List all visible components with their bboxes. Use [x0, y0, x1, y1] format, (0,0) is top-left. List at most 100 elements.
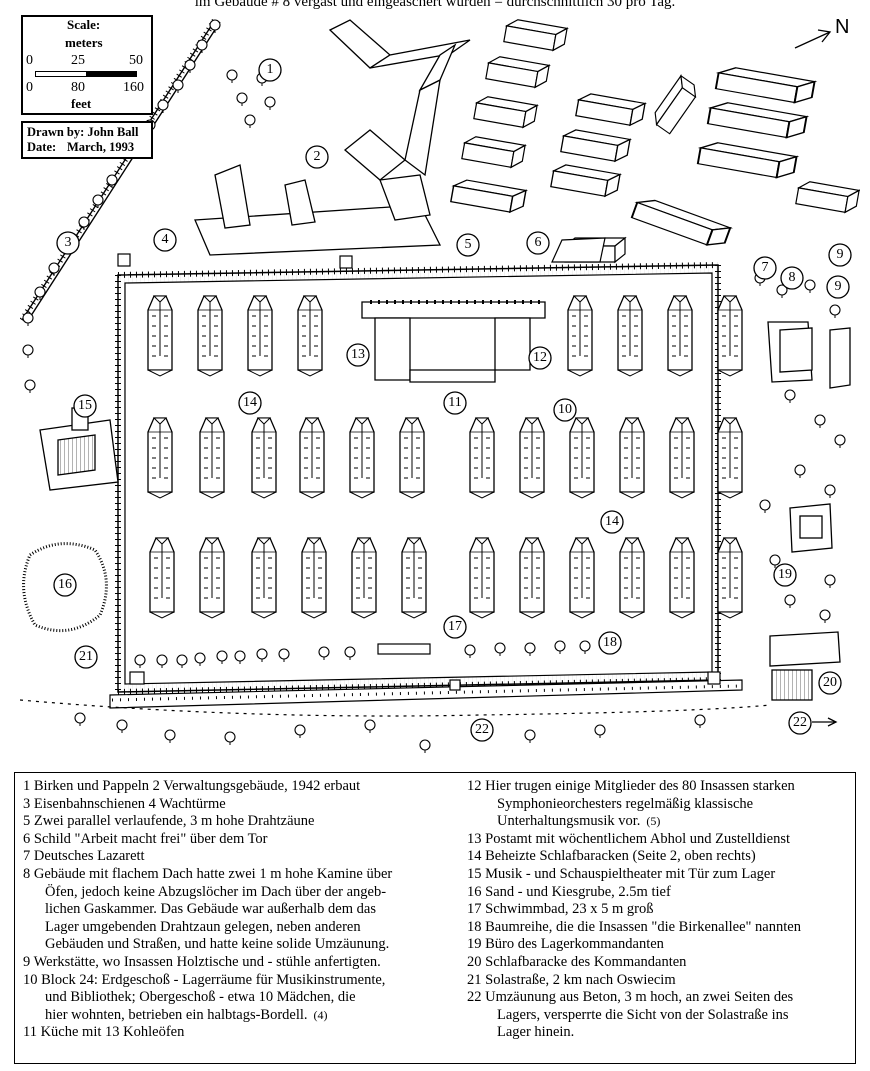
- marker-label-17: 17: [448, 619, 462, 634]
- drawn-by: Drawn by: John Ball: [27, 125, 139, 139]
- marker-circle-5: [456, 233, 480, 257]
- scale-m-25: 25: [71, 53, 85, 68]
- legend-entry-line: Unterhaltungsmusik vor.(5): [497, 813, 661, 830]
- legend-footnote-ref: (5): [646, 814, 661, 829]
- marker-label-22: 22: [475, 722, 489, 737]
- scale-meters-unit: meters: [65, 35, 103, 50]
- marker-label-3: 3: [64, 235, 72, 250]
- marker-circle-1: [258, 58, 282, 82]
- marker-circle-16: [53, 573, 77, 597]
- legend-panel: 1 Birken und Pappeln 2 Verwaltungsgebäud…: [14, 772, 856, 1064]
- marker-circle-3: [56, 231, 80, 255]
- map-title: im Gebäude # 8 vergast und eingeäschert …: [194, 0, 676, 10]
- camp-map: [20, 17, 860, 754]
- legend-entry-line: 16 Sand - und Kiesgrube, 2.5m tief: [467, 883, 671, 900]
- scale-f-80: 80: [71, 80, 85, 95]
- marker-label-18: 18: [603, 635, 617, 650]
- marker-label-2: 2: [313, 149, 321, 164]
- administration-building: [194, 19, 471, 256]
- north-arrow-icon: [794, 29, 832, 49]
- marker-label-6: 6: [534, 235, 542, 250]
- legend-entry-line: hier wohnten, betrieben ein halbtags-Bor…: [45, 1006, 328, 1023]
- marker-label-4: 4: [161, 232, 169, 247]
- marker-circle-15: [73, 394, 97, 418]
- legend-entry-line: 13 Postamt mit wöchentlichem Abhol und Z…: [467, 830, 791, 847]
- legend-entry-line: 7 Deutsches Lazarett: [23, 848, 145, 865]
- marker-label-11: 11: [448, 395, 462, 410]
- legend-entry-line: 11 Küche mit 13 Kohleöfen: [23, 1024, 185, 1041]
- theatre-building: [39, 407, 119, 491]
- marker-label-13: 13: [351, 347, 365, 362]
- scale-feet-unit: feet: [71, 96, 92, 111]
- scale-bar: [35, 71, 137, 77]
- kitchen-building: [361, 300, 546, 383]
- marker-circle-4: [153, 228, 177, 252]
- legend-entry-line: 17 Schwimmbad, 23 x 5 m groß: [467, 901, 654, 918]
- credit-box: Drawn by: John Ball Date: March, 1993: [21, 121, 153, 159]
- date-label: Date:: [27, 140, 57, 154]
- marker-circle-19: [773, 563, 797, 587]
- marker-circle-11: [443, 391, 467, 415]
- marker-label-5: 5: [464, 237, 472, 252]
- marker-circle-21: [74, 645, 98, 669]
- marker-label-20: 20: [823, 675, 837, 690]
- marker-circle-6: [526, 231, 550, 255]
- legend-entry-line: lichen Gaskammer. Das Gebäude war außerh…: [45, 901, 376, 918]
- gate-building: [551, 237, 606, 263]
- date-value: March, 1993: [67, 140, 135, 154]
- legend-entry-line: 14 Beheizte Schlafbaracken (Seite 2, obe…: [467, 848, 756, 865]
- marker-label-22: 22: [793, 715, 807, 730]
- gas-chamber-building: [767, 321, 813, 383]
- scale-m-0: 0: [26, 53, 33, 68]
- outer-barracks: [450, 17, 860, 263]
- marker-circle-10: [553, 398, 577, 422]
- legend-entry-line: Gebäuden und Straßen, und hatte keine so…: [45, 936, 390, 953]
- legend-entry-line: 1 Birken und Pappeln 2 Verwaltungsgebäud…: [23, 778, 361, 794]
- marker-label-14: 14: [243, 395, 257, 410]
- legend-entry-line: 8 Gebäude mit flachem Dach hatte zwei 1 …: [23, 866, 393, 882]
- marker-label-19: 19: [778, 567, 792, 582]
- marker-circle-8: [780, 266, 804, 290]
- marker-label-9: 9: [836, 247, 844, 262]
- marker-label-8: 8: [788, 270, 796, 285]
- legend-entry-line: Lagers, versperrte die Sicht von der Sol…: [497, 1006, 789, 1023]
- legend-entry-line: 20 Schlafbaracke des Kommandanten: [467, 954, 687, 970]
- marker-circle-18: [598, 631, 622, 655]
- legend-entry-line: 21 Solastraße, 2 km nach Oswiecim: [467, 971, 676, 988]
- marker-circle-20: [818, 671, 842, 695]
- legend-entry-line: 5 Zwei parallel verlaufende, 3 m hohe Dr…: [23, 813, 315, 830]
- watchtowers: [117, 253, 721, 691]
- marker-circle-12: [528, 346, 552, 370]
- marker-circle-7: [753, 256, 777, 280]
- legend-entry-line: Öfen, jedoch keine Abzugslöcher im Dach …: [45, 883, 387, 900]
- marker-circle-2: [305, 145, 329, 169]
- commandant-office: [789, 503, 833, 553]
- marker-label-14: 14: [605, 514, 619, 529]
- legend-entry-line: 19 Büro des Lagerkommandanten: [467, 936, 664, 953]
- marker-circle-14: [238, 391, 262, 415]
- roadside-trees: [74, 712, 706, 754]
- marker-circle-9: [826, 275, 850, 299]
- legend-footnote-ref: (4): [313, 1007, 328, 1022]
- workshop-building: [829, 327, 851, 389]
- marker-label-15: 15: [78, 398, 92, 413]
- swimming-pool: [377, 643, 431, 655]
- marker-circles: [53, 58, 852, 742]
- marker-label-12: 12: [533, 350, 547, 365]
- legend-entry-line: 15 Musik - und Schauspieltheater mit Tür…: [467, 866, 776, 882]
- legend-entry-line: 12 Hier trugen einige Mitglieder des 80 …: [467, 778, 795, 794]
- scale-f-0: 0: [26, 80, 33, 95]
- legend-entry-line: und Bibliothek; Obergeschoß - etwa 10 Mä…: [45, 989, 356, 1006]
- marker-label-21: 21: [79, 649, 93, 664]
- commandant-barracks: [769, 631, 841, 701]
- legend-entry-line: 10 Block 24: Erdgeschoß - Lagerräume für…: [23, 971, 386, 988]
- marker-label-16: 16: [58, 577, 72, 592]
- scale-legend: Scale: meters 0 25 50 0 80 160 feet: [21, 15, 153, 115]
- scale-f-160: 160: [123, 80, 144, 95]
- scale-heading: Scale:: [67, 17, 101, 32]
- marker-label-7: 7: [761, 260, 769, 275]
- legend-entry-line: 6 Schild "Arbeit macht frei" über dem To…: [23, 830, 268, 847]
- marker-label-10: 10: [558, 402, 572, 417]
- marker-circle-17: [443, 615, 467, 639]
- marker-circle-14: [600, 510, 624, 534]
